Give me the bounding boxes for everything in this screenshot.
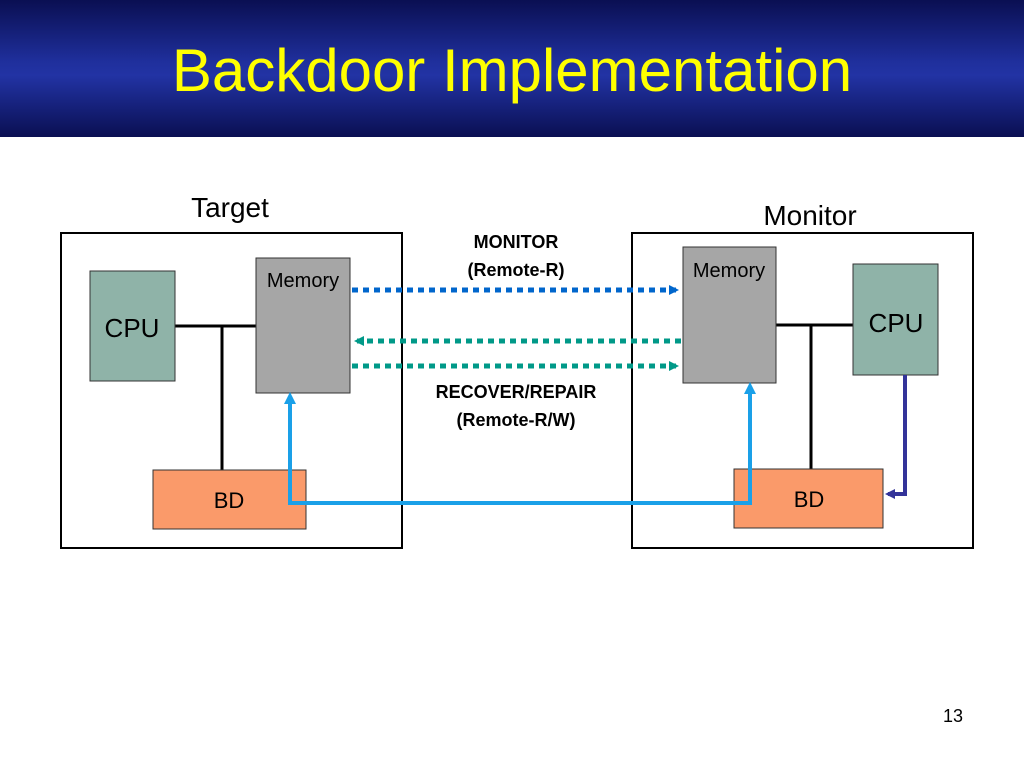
target-cpu-box (89, 270, 176, 382)
monitor-channel-label-2: (Remote-R) (468, 260, 565, 280)
target-memory-box (255, 257, 351, 394)
monitor-bd-label: BD (794, 487, 825, 512)
page-number: 13 (942, 706, 963, 726)
cpu-to-bd-arrow (885, 375, 907, 499)
target-memory-label: Memory (267, 270, 339, 292)
bd-link-line (288, 388, 752, 505)
target-label: Target (191, 192, 269, 223)
monitor-bd-box (733, 468, 884, 529)
monitor-cpu-label: CPU (869, 308, 924, 338)
recover-channel-label-1: RECOVER/REPAIR (436, 382, 597, 402)
monitor-channel-label-1: MONITOR (474, 232, 559, 252)
recover-channel-label-2: (Remote-R/W) (457, 410, 576, 430)
monitor-cpu-box (852, 263, 939, 376)
slide-title: Backdoor Implementation (171, 37, 853, 104)
title-bar (0, 0, 1024, 137)
monitor-memory-box (682, 246, 777, 384)
monitor-label: Monitor (763, 200, 856, 231)
target-cpu-label: CPU (105, 313, 160, 343)
target-bd-label: BD (214, 488, 245, 513)
target-bd-box (152, 469, 307, 530)
monitor-memory-label: Memory (693, 260, 765, 282)
